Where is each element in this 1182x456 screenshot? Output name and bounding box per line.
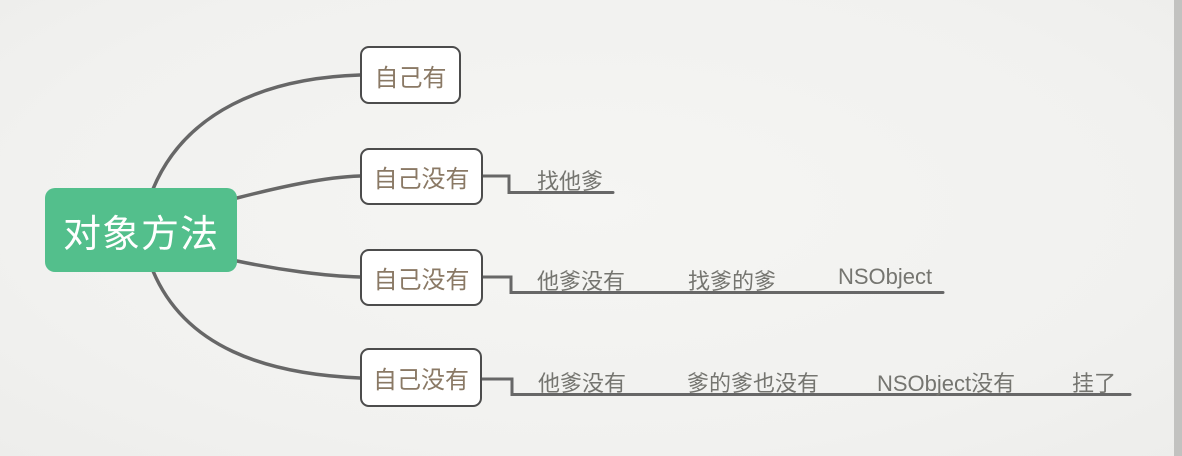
- leaf-label-find-his-dad[interactable]: 找他爹: [537, 169, 604, 194]
- branch-node-3[interactable]: 自己没有: [360, 249, 483, 306]
- connector-curve-branch-1: [151, 73, 362, 191]
- leaf-label-his-dad-doesnt-have[interactable]: 他爹没有: [537, 269, 626, 294]
- leaf-label-dads-dad-also-doesnt-have[interactable]: 爹的爹也没有: [687, 371, 820, 396]
- leaf-label-nsobject[interactable]: NSObject: [838, 264, 933, 289]
- connector-curve-branch-3: [235, 259, 362, 279]
- branch-node-1[interactable]: 自己有: [360, 46, 461, 104]
- connector-curve-branch-2: [235, 174, 362, 200]
- branch-node-4[interactable]: 自己没有: [360, 348, 482, 407]
- leaf-label-his-dad-doesnt-have-2[interactable]: 他爹没有: [538, 371, 627, 396]
- root-node[interactable]: 对象方法: [45, 188, 237, 272]
- leaf-label-crashed[interactable]: 挂了: [1072, 371, 1117, 396]
- right-edge-strip: [1174, 0, 1182, 456]
- leaf-label-find-dads-dad[interactable]: 找爹的爹: [688, 269, 777, 294]
- connector-curve-branch-4: [151, 269, 362, 380]
- branch-node-2[interactable]: 自己没有: [360, 148, 483, 205]
- leaf-label-nsobject-doesnt-have[interactable]: NSObject没有: [877, 371, 1016, 396]
